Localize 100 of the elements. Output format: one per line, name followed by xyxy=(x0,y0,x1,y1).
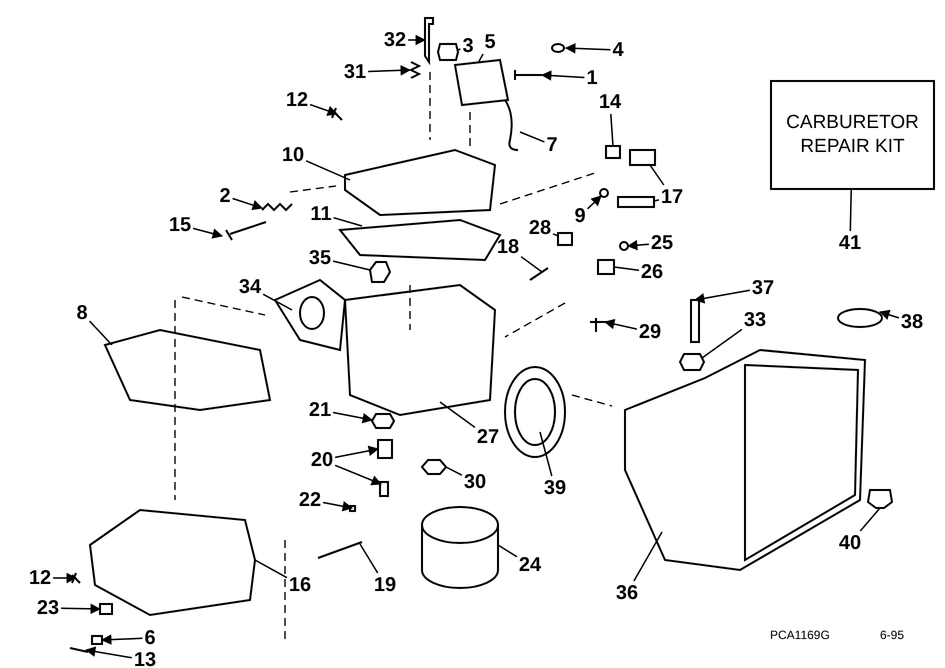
float-bowl-drawing xyxy=(88,508,256,616)
leader-line xyxy=(440,401,476,428)
nut-drawing xyxy=(436,43,460,61)
screw-drawing xyxy=(629,149,656,166)
leader-line xyxy=(61,604,102,614)
callout-number: 32 xyxy=(384,30,406,50)
screw-drawing xyxy=(99,603,113,615)
needle-drawing xyxy=(379,481,389,497)
leader-line xyxy=(498,544,518,558)
leader-line xyxy=(626,240,649,250)
date-code: 6-95 xyxy=(880,628,904,642)
callout-number: 39 xyxy=(544,478,566,498)
leader-line xyxy=(564,43,610,54)
callout-number: 37 xyxy=(752,278,774,298)
callout-number: 2 xyxy=(219,186,231,206)
leader-line xyxy=(649,164,664,186)
callout-number: 36 xyxy=(616,583,638,603)
callout-number: 11 xyxy=(310,204,332,224)
leader-line xyxy=(520,256,542,273)
plug-drawing xyxy=(605,145,621,159)
callout-number: 35 xyxy=(308,248,332,268)
leader-line xyxy=(334,446,380,458)
leader-line xyxy=(552,233,558,237)
o-ring-drawing xyxy=(551,43,565,53)
callout-number: 16 xyxy=(288,575,312,595)
leader-line xyxy=(192,228,224,239)
callout-number: 13 xyxy=(134,650,156,668)
screw-drawing xyxy=(225,221,267,241)
callout-number: 25 xyxy=(650,233,674,253)
leader-line xyxy=(84,646,132,659)
leader-line xyxy=(604,318,638,330)
screw-drawing xyxy=(424,17,434,66)
leader-line xyxy=(694,290,750,304)
callout-number: 1 xyxy=(586,68,598,88)
leader-line xyxy=(232,198,263,210)
leader-line xyxy=(262,294,292,311)
leader-line xyxy=(540,70,584,81)
callout-number: 30 xyxy=(464,472,486,492)
callout-number: 17 xyxy=(660,187,684,207)
leader-line xyxy=(408,34,426,46)
cover-plate-drawing xyxy=(344,148,496,216)
callout-number: 29 xyxy=(638,322,662,342)
leader-line xyxy=(359,544,378,574)
leader-line xyxy=(458,48,461,51)
plug-drawing xyxy=(599,188,609,198)
callout-number: 41 xyxy=(838,233,862,253)
nut-drawing xyxy=(678,353,706,371)
leader-line xyxy=(332,412,374,424)
fitting-drawing xyxy=(617,196,655,208)
callout-number: 24 xyxy=(518,555,542,575)
leader-line xyxy=(53,572,78,584)
callout-number: 27 xyxy=(476,427,500,447)
leader-line xyxy=(520,131,545,143)
callout-number: 3 xyxy=(462,36,474,56)
valve-seat-drawing xyxy=(377,439,393,459)
spring-drawing xyxy=(408,61,422,79)
callout-number: 19 xyxy=(374,575,396,595)
kit-label-box: CARBURETOR REPAIR KIT xyxy=(770,80,935,190)
callout-number: 33 xyxy=(744,310,766,330)
screw-drawing xyxy=(331,107,343,121)
callout-number: 38 xyxy=(900,312,924,332)
gasket-drawing xyxy=(274,278,346,352)
screw-drawing xyxy=(70,647,88,653)
plug-drawing xyxy=(91,635,103,645)
callout-number: 12 xyxy=(28,568,52,588)
carburetor-body-drawing xyxy=(344,284,496,416)
leader-line xyxy=(539,432,553,476)
plug-drawing xyxy=(557,232,573,246)
callout-number: 23 xyxy=(36,598,60,618)
leader-line xyxy=(306,160,350,181)
callout-number: 34 xyxy=(238,277,262,297)
plug-drawing xyxy=(866,489,894,509)
leader-line xyxy=(614,266,639,272)
screw-drawing xyxy=(514,69,543,81)
callout-number: 9 xyxy=(574,206,586,226)
leader-line xyxy=(702,328,742,359)
washer-drawing xyxy=(370,413,396,429)
clamp-drawing xyxy=(837,308,883,328)
leader-line xyxy=(587,195,602,210)
leader-line xyxy=(334,464,382,486)
callout-number: 8 xyxy=(76,303,88,323)
leader-line xyxy=(850,190,852,232)
callout-number: 31 xyxy=(344,62,366,82)
spring-drawing xyxy=(261,202,293,212)
leader-line xyxy=(254,559,288,578)
callout-number: 18 xyxy=(496,237,520,257)
clip-drawing xyxy=(597,259,615,275)
callout-number: 20 xyxy=(310,450,334,470)
leader-line xyxy=(610,114,614,146)
bolt-drawing xyxy=(690,299,700,343)
leader-line xyxy=(333,216,362,227)
callout-number: 28 xyxy=(528,218,552,238)
seal-ring-drawing xyxy=(504,366,566,458)
gasket-drawing xyxy=(420,459,448,475)
leader-line xyxy=(89,320,113,346)
callout-number: 12 xyxy=(286,90,308,110)
leader-line xyxy=(879,310,900,320)
nut-drawing xyxy=(368,261,392,283)
callout-number: 40 xyxy=(838,533,862,553)
leader-line xyxy=(322,501,354,512)
